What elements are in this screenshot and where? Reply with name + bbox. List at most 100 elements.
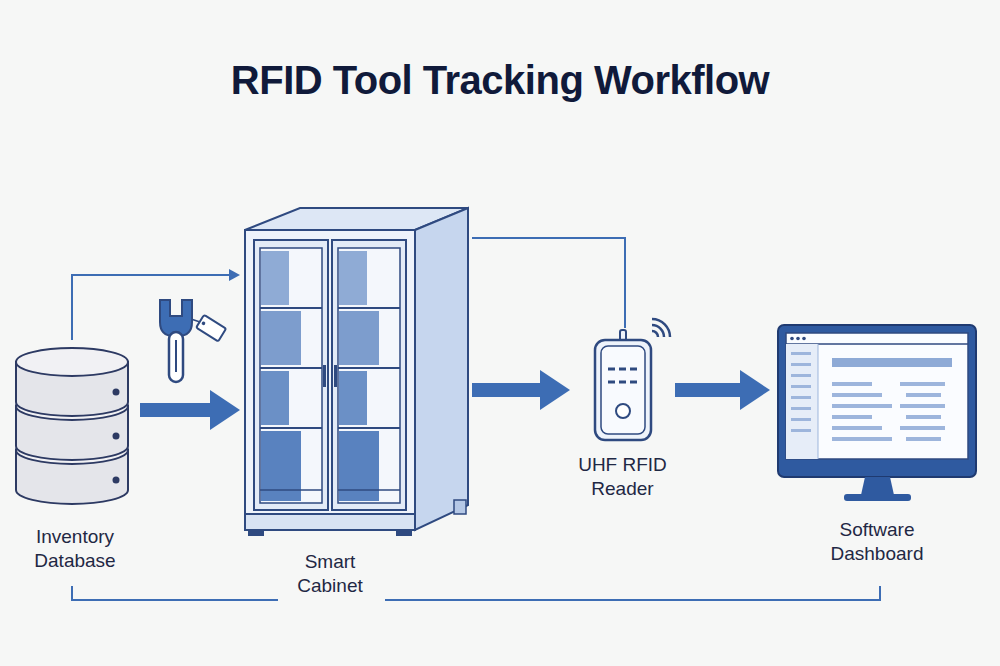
tool-icon-part [196, 315, 226, 341]
cabinet-drawing-part [261, 371, 289, 425]
connector-line [72, 269, 240, 340]
diagram-title: RFID Tool Tracking Workflow [0, 58, 1000, 103]
cabinet-drawing-part [396, 530, 412, 536]
dashboard-node: Software Dashboard [770, 320, 985, 570]
connector-shaft [472, 238, 625, 328]
reader-node: UHF RFID Reader [570, 328, 675, 505]
cabinet-drawing-part [339, 371, 367, 425]
monitor-drawing-part [832, 426, 882, 430]
database-cylinder-part [113, 389, 120, 396]
tool-icon-part [160, 300, 192, 336]
cabinet-drawing-part [254, 240, 328, 510]
arrow-head [210, 390, 240, 430]
cabinet-drawing-part [260, 489, 322, 491]
rfid-reader-device-part [652, 319, 670, 337]
monitor-drawing-part [791, 407, 811, 410]
cabinet-drawing-part [415, 208, 468, 530]
rfid-reader-device-part [652, 325, 664, 337]
monitor-drawing-part [790, 337, 794, 341]
node-label: Software Dashboard [817, 518, 937, 566]
cabinet-drawing-part [245, 230, 415, 530]
rfid-reader-device-part [619, 368, 626, 371]
monitor-drawing-part [900, 404, 945, 408]
tool-icon-part [169, 332, 183, 382]
connector-shaft [72, 275, 231, 340]
tool-icon-part-part [196, 315, 226, 341]
monitor-drawing-part [861, 477, 894, 495]
cabinet-drawing-part [260, 427, 322, 429]
monitor-drawing-part [791, 385, 811, 388]
arrow-head [540, 370, 570, 410]
monitor-drawing-part [791, 429, 811, 432]
connector-shaft [140, 403, 212, 417]
monitor-drawing-part [832, 437, 892, 441]
database-cylinder-part [16, 348, 128, 376]
cabinet-drawing-part [338, 427, 400, 429]
monitor-drawing-part [832, 415, 872, 419]
cabinet-drawing-part [338, 489, 400, 491]
rfid-reader-device-part [608, 368, 615, 371]
rfid-reader-device-part [652, 331, 658, 337]
rfid-reader-device-part [601, 346, 645, 434]
database-node: Inventory Database [10, 340, 140, 575]
rfid-reader-device-part [616, 404, 630, 418]
rfid-reader-device-part [630, 368, 637, 371]
monitor-drawing-part [844, 494, 911, 501]
cabinet-node: Smart Cabinet [240, 200, 472, 610]
tool-icon-part-part [201, 321, 206, 326]
cabinet-drawing-part [260, 367, 322, 369]
monitor-drawing-part [791, 396, 811, 399]
monitor-drawing-part [832, 382, 872, 386]
database-cylinder-part [113, 477, 120, 484]
monitor-drawing-part [791, 363, 811, 366]
monitor-drawing-part [802, 337, 806, 341]
rfid-reader-device-part [595, 340, 651, 440]
cabinet-drawing [240, 200, 472, 540]
monitor-drawing-part [791, 374, 811, 377]
cabinet-drawing-part [338, 248, 400, 503]
cabinet-drawing-part [248, 530, 264, 536]
database-cylinder-part [113, 433, 120, 440]
monitor-drawing-part [786, 344, 818, 459]
connector-line [472, 238, 625, 328]
bracket-line-part [385, 586, 880, 600]
monitor-drawing-part [796, 337, 800, 341]
bracket-line-part [72, 586, 278, 600]
monitor-drawing-part [832, 404, 892, 408]
rfid-reader-device [570, 305, 680, 445]
monitor-drawing-part [818, 344, 819, 459]
monitor-drawing-part [786, 333, 968, 459]
cabinet-drawing-part [339, 311, 379, 365]
flow-arrow [140, 390, 240, 430]
bracket-line [72, 586, 880, 600]
flow-arrow [472, 370, 570, 410]
connector-shaft [675, 383, 742, 397]
node-label: Smart Cabinet [280, 550, 380, 598]
monitor-drawing-part [906, 415, 941, 419]
cabinet-drawing-part [332, 240, 406, 510]
monitor-drawing-part [906, 437, 941, 441]
cabinet-drawing-part [334, 365, 337, 387]
flow-arrow [675, 370, 770, 410]
cabinet-drawing-part [261, 311, 301, 365]
cabinet-drawing-part [245, 514, 415, 530]
arrow-head [740, 370, 770, 410]
cabinet-drawing-part [261, 251, 289, 305]
cabinet-drawing-part [260, 307, 322, 309]
connector-shaft [472, 383, 542, 397]
monitor-drawing-part [906, 393, 941, 397]
monitor-drawing-part [832, 393, 882, 397]
monitor-drawing-part [791, 418, 811, 421]
cabinet-drawing-part [454, 500, 466, 514]
monitor-drawing-part [791, 352, 811, 355]
monitor-drawing-part [778, 325, 976, 477]
monitor-drawing [770, 320, 985, 505]
monitor-drawing-part [832, 358, 952, 367]
cabinet-drawing-part [339, 251, 367, 305]
node-label: Inventory Database [15, 525, 135, 573]
cabinet-drawing-part [323, 365, 326, 387]
tool-icon-part [175, 340, 177, 372]
tool-icon [160, 300, 226, 382]
cabinet-drawing-part [260, 248, 322, 503]
